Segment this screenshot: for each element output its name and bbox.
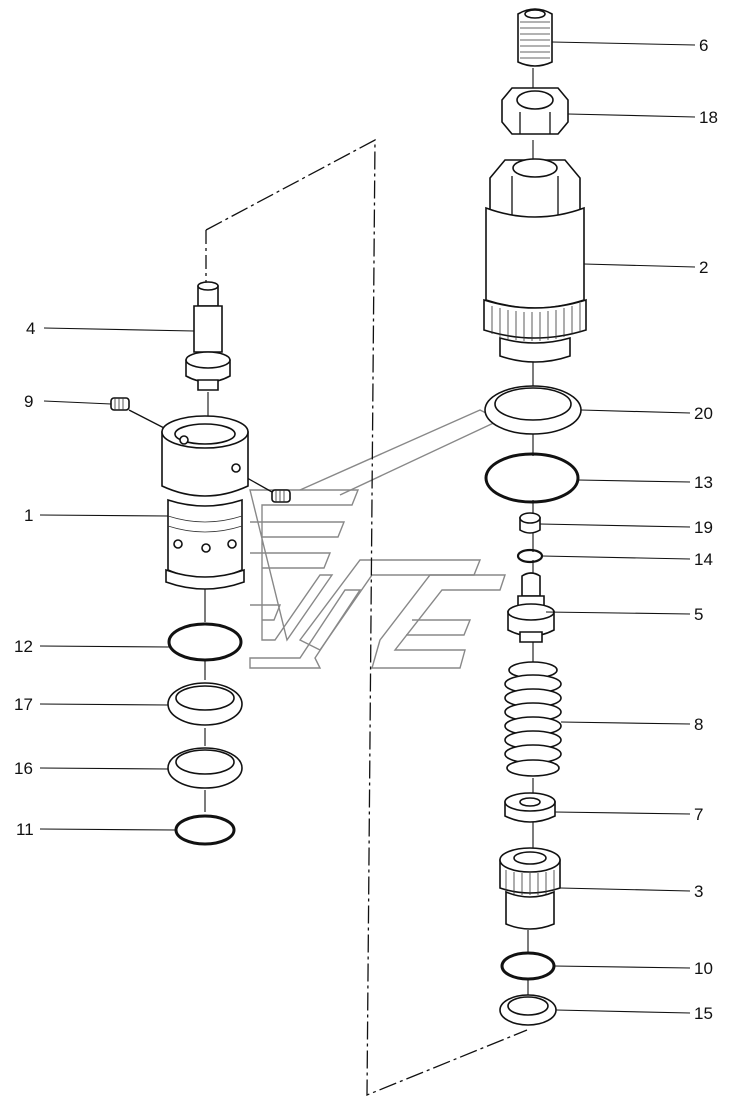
callout-12: 12 [14,637,33,656]
assembly-outline [205,138,528,1096]
callout-13: 13 [694,473,713,492]
part-7-spring-seat [504,792,556,823]
callout-7: 7 [694,805,703,824]
part-17-backup-ring [167,682,243,726]
part-12-o-ring [167,622,243,662]
callout-labels: 6 18 2 20 13 19 14 5 8 7 3 10 15 4 9 1 1… [14,36,718,1023]
callout-6: 6 [699,36,708,55]
callout-4: 4 [26,319,35,338]
part-8-spring [504,661,562,777]
part-11-o-ring [174,814,236,846]
part-6-set-screw [517,8,553,67]
part-18-hex-nut [501,87,569,135]
callout-16: 16 [14,759,33,778]
callout-17: 17 [14,695,33,714]
leader-lines [39,41,696,1014]
callout-19: 19 [694,518,713,537]
part-15-backup-ring [499,994,557,1026]
part-14-small-o-ring [516,548,544,564]
part-1-sleeve [161,415,249,590]
callout-2: 2 [699,258,708,277]
part-20-backup-ring [484,385,582,435]
callout-18: 18 [699,108,718,127]
callout-8: 8 [694,715,703,734]
part-13-o-ring [484,452,580,504]
callout-15: 15 [694,1004,713,1023]
callout-10: 10 [694,959,713,978]
callout-11: 11 [16,820,34,839]
watermark-logo [249,409,506,669]
callout-20: 20 [694,404,713,423]
part-10-o-ring [500,951,556,981]
part-3-plug [499,847,561,930]
callout-1: 1 [24,506,33,525]
part-4-stem [185,281,231,391]
part-16-backup-ring [167,747,243,789]
part-19-collar [519,512,541,534]
callout-14: 14 [694,550,713,569]
part-2-valve-body [483,158,587,363]
callout-9: 9 [24,392,33,411]
callout-3: 3 [694,882,703,901]
part-5-poppet [507,572,555,643]
callout-5: 5 [694,605,703,624]
